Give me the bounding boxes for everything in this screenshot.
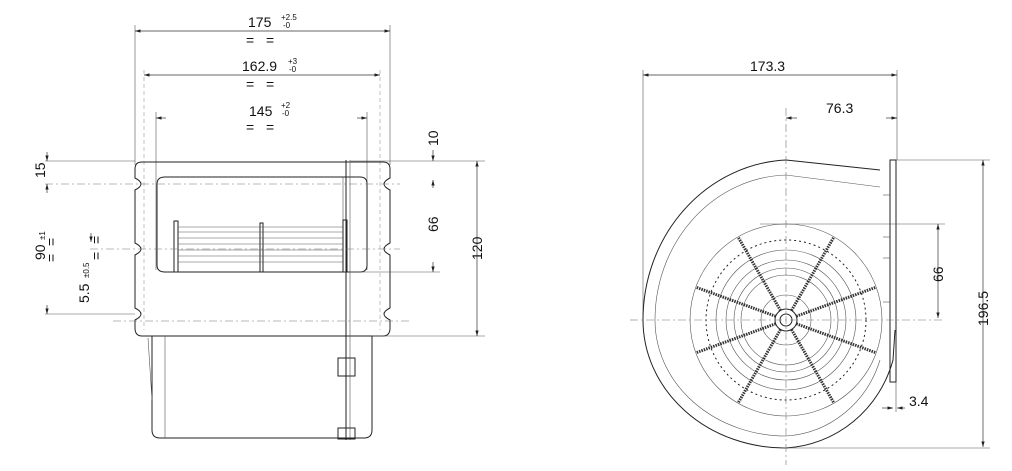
dim-15-value: 15: [32, 162, 48, 178]
equal-mark: =: [88, 236, 104, 244]
dim-66-value: 66: [425, 216, 441, 232]
connector: [337, 357, 356, 377]
dim-162-9-value: 162.9: [242, 58, 277, 74]
impeller-spoke: [795, 322, 876, 354]
dim-66-value: 66: [930, 266, 946, 282]
scroll-housing: [642, 159, 896, 449]
front-view: 173.3 76.3 66: [630, 58, 991, 465]
impeller-spoke: [737, 236, 782, 312]
connector: [337, 427, 356, 440]
dim-3-4-value: 3.4: [909, 393, 929, 409]
dim-90-value: 90: [32, 244, 48, 260]
mounting-plate: [889, 159, 897, 383]
dim-76-3-value: 76.3: [826, 100, 853, 116]
dim-120-value: 120: [469, 236, 485, 260]
fan-wheel: [173, 219, 348, 273]
equal-mark: =: [43, 238, 59, 246]
equal-mark: =: [266, 32, 274, 48]
equal-mark: =: [266, 76, 274, 92]
dim-162-9-tol-plus: +3: [288, 57, 298, 66]
outlet-window: [156, 176, 368, 273]
dim-145-value: 145: [249, 103, 273, 119]
impeller-spoke: [795, 286, 876, 318]
side-view: 175 +2.5 -0 = = 162.9 +3 -0 = = 145 +2 -…: [32, 13, 485, 440]
dim-10-value: 10: [425, 130, 441, 146]
dim-90-tol: ±1: [38, 231, 47, 240]
dim-162-9-tol-minus: -0: [289, 65, 297, 74]
dim-175-tol-minus: -0: [283, 21, 291, 30]
equal-mark: =: [266, 119, 274, 135]
dim-175-value: 175: [248, 14, 272, 30]
dim-175-tol-plus: +2.5: [281, 13, 297, 22]
motor-body: [151, 336, 373, 439]
dim-5-5-tol: ±0.5: [82, 262, 91, 278]
equal-mark: =: [246, 32, 254, 48]
impeller-spoke: [696, 286, 777, 318]
dim-5-5-value: 5.5: [76, 283, 92, 303]
equal-mark: =: [246, 76, 254, 92]
equal-mark: =: [246, 119, 254, 135]
equal-mark: =: [43, 254, 59, 262]
dim-145-tol-plus: +2: [281, 101, 291, 110]
impeller-spoke: [790, 328, 835, 404]
dim-145-tol-minus: -0: [282, 109, 290, 118]
equal-mark: =: [88, 252, 104, 260]
dim-173-3-value: 173.3: [750, 58, 785, 74]
dim-196-5-value: 196.5: [975, 291, 991, 326]
impeller-spoke: [696, 322, 777, 354]
impeller-spoke: [790, 236, 835, 312]
impeller-spoke: [737, 328, 782, 404]
